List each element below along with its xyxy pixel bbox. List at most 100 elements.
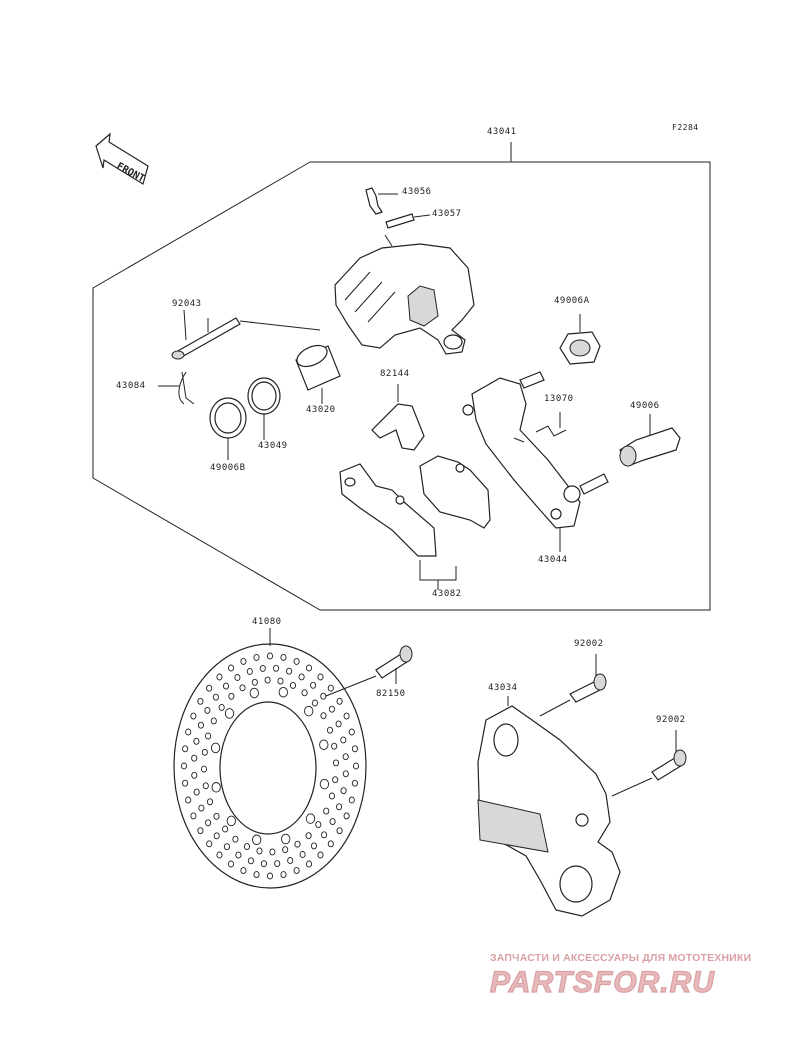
disc-hole [200,765,208,773]
disc-hole [332,776,339,784]
bleed-cap [385,213,431,229]
label-disc-bolt: 82150 [376,689,406,699]
pad-leader [419,560,457,590]
disc-hole [223,843,230,851]
label-pad-set: 43082 [432,589,462,599]
disc-hole [319,778,330,790]
disc-hole [211,782,221,793]
disc-hole [287,857,294,864]
label-spring-small: 13070 [544,394,574,404]
disc-hole [205,819,212,827]
label-piston: 43020 [306,405,336,415]
disc-hole [234,674,241,681]
disc-hole [190,712,197,720]
disc-hole [218,703,225,711]
disc-hole [301,689,308,697]
label-clip: 43084 [116,381,146,391]
disc-hole [317,851,324,859]
piston [295,344,341,404]
disc-hole [232,835,239,843]
disc-hole [326,726,334,734]
disc-hole [266,872,274,880]
disc-hole [202,782,209,790]
disc-hole [247,857,254,865]
disc-hole [342,770,349,778]
disc-hole [249,687,259,699]
disc-hole [198,804,205,812]
disc-hole [348,728,355,736]
label-bolt-upper: 92002 [574,639,604,649]
disc-hole [278,686,288,698]
disc-hole [310,842,318,850]
disc-hole [305,860,313,868]
disc-hole [228,692,235,700]
disc-hole [240,867,247,875]
disc-hole [266,652,274,660]
disc-hole [212,693,219,701]
disc-hole [298,673,305,681]
disc-hole [304,705,314,717]
disc-hole [193,788,200,796]
disc-hole [201,748,208,756]
disc-hole [348,796,355,804]
disc-hole [317,673,324,681]
disc-hole [222,682,230,690]
label-bleed-valve: 43056 [402,187,432,197]
disc-hole [282,846,289,854]
brake-pad-right [419,455,491,529]
disc-hole [305,832,312,840]
disc-hole [252,834,262,846]
disc-hole [227,664,235,672]
watermark-brand: PARTSFOR.RU [490,966,715,998]
disc-hole [269,848,276,856]
disc-hole [197,827,204,835]
disc-hole [311,699,318,707]
disc-hole [191,771,198,779]
disc-hole [331,742,338,750]
disc-hole [315,821,322,829]
disc-hole [205,732,212,740]
disc-bolt [325,645,413,697]
disc-hole [299,851,306,858]
disc-hole [180,762,188,770]
pad-spring [371,384,425,451]
disc-hole [235,851,242,859]
disc-hole [277,677,284,685]
disc-hole [182,745,189,753]
disc-hole [332,759,340,767]
disc-hole [185,796,192,804]
disc-hole [342,753,349,761]
label-boot: 49006 [630,401,660,411]
label-disc: 41080 [252,617,282,627]
disc-hole [240,657,247,665]
disc-hole [320,692,327,700]
disc-hole [335,720,342,728]
disc-hole [191,754,198,762]
disc-hole [213,832,220,840]
disc-hole [310,681,317,689]
disc-hole [286,667,293,675]
disc-hole [197,721,204,729]
disc-hole [340,787,347,795]
disc-hole [222,825,229,833]
disc-hole [206,798,214,806]
disc-hole [329,818,336,826]
boot-49006 [619,414,681,467]
disc-hole [323,807,330,815]
assembly-boundary [92,142,711,611]
disc-hole [336,697,343,705]
label-bracket: 43034 [488,683,518,693]
label-holder: 43044 [538,555,568,565]
label-pin: 92043 [172,299,202,309]
disc-hole [319,739,329,750]
seal-49006a [559,314,601,365]
bleed-valve [365,187,398,215]
disc-hole [293,867,300,875]
watermark-tagline: ЗАПЧАСТИ И АКСЕССУАРЫ ДЛЯ МОТОТЕХНИКИ [490,952,752,964]
bolt-upper [539,654,607,717]
disc-hole [289,681,297,689]
disc-hole [206,684,213,692]
disc-hole [280,653,287,661]
label-assembly: 43041 [487,127,517,137]
